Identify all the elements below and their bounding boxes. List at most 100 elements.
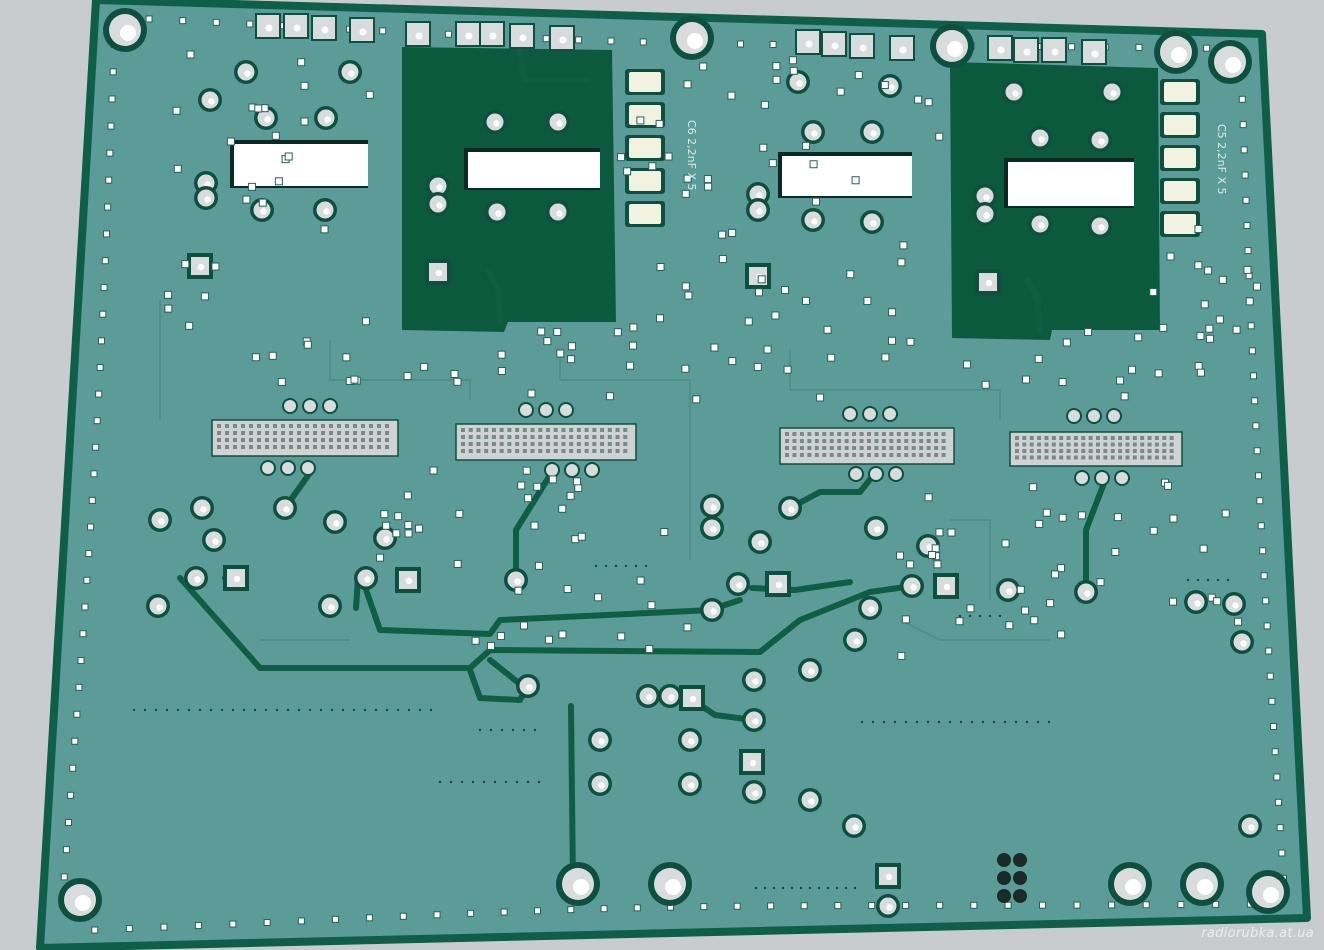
ic-pin	[814, 446, 819, 450]
perimeter-via	[600, 905, 608, 913]
ic-pin	[1103, 449, 1108, 453]
ic-pin	[1088, 455, 1093, 460]
perimeter-via	[102, 230, 110, 238]
ic-pin	[1073, 442, 1078, 447]
via-icon	[1116, 376, 1125, 385]
silk-dot	[489, 728, 493, 732]
ic-pin	[829, 446, 834, 450]
ic-pin	[1118, 449, 1123, 453]
via-icon	[548, 475, 557, 484]
ic-pin	[1110, 449, 1115, 453]
ic-pin	[874, 432, 879, 436]
perimeter-via	[700, 903, 708, 911]
ic-pin	[1154, 449, 1159, 453]
via-icon	[563, 584, 572, 593]
via-icon	[450, 369, 459, 378]
via-icon	[527, 389, 536, 398]
silk-dot	[970, 720, 974, 724]
ic-pin	[369, 431, 373, 435]
pad-hole	[910, 584, 917, 591]
pad-hole	[1084, 590, 1091, 597]
perimeter-via	[1247, 322, 1255, 330]
pad-hole	[688, 738, 695, 745]
perimeter-via	[1278, 849, 1286, 857]
ic-pin	[822, 439, 827, 443]
ic-pin	[281, 431, 285, 435]
via-icon	[567, 355, 576, 364]
silk-dot	[1226, 578, 1230, 582]
ic-pin	[345, 431, 349, 435]
pad-hole	[208, 98, 215, 105]
ic-pin	[1037, 455, 1042, 460]
silk-dot	[772, 886, 776, 890]
round-pad-icon	[882, 406, 898, 422]
pad-hole	[233, 575, 241, 583]
ic-pin	[569, 442, 574, 446]
ic-pin	[329, 445, 333, 449]
pad-hole	[1248, 824, 1255, 831]
ic-pin	[273, 431, 277, 435]
perimeter-via	[93, 417, 101, 425]
ic-pin	[1029, 442, 1034, 447]
perimeter-via	[246, 20, 254, 28]
perimeter-via	[1212, 900, 1220, 908]
c6-smd-capacitor	[629, 171, 661, 191]
c5-capacitor-label: C5 2,2nF X 5	[1215, 124, 1228, 195]
ic-pin	[273, 438, 277, 442]
ic-pin	[1073, 449, 1078, 453]
ic-pin	[233, 424, 237, 428]
ic-pin	[257, 445, 261, 449]
ic-pin	[926, 439, 931, 443]
ic-pin	[507, 435, 512, 439]
silk-dot	[352, 708, 356, 712]
perimeter-via	[1073, 901, 1081, 909]
via-icon	[1111, 547, 1120, 556]
ic-pin	[305, 445, 309, 449]
perimeter-via	[542, 35, 550, 43]
silk-dot	[374, 708, 378, 712]
ic-pin	[1022, 455, 1027, 460]
ic-pin	[600, 435, 605, 439]
silk-dot	[429, 708, 433, 712]
ic-pin	[305, 438, 309, 442]
via-icon	[172, 106, 181, 115]
ic-pin	[515, 442, 520, 446]
ic-pin	[592, 442, 597, 446]
ic-pin	[785, 439, 789, 443]
pad-hole	[859, 44, 867, 52]
mount-hole-icon	[1263, 887, 1279, 903]
ic-pin	[1169, 455, 1174, 460]
via-icon	[683, 623, 692, 632]
pad-hole	[1194, 600, 1201, 607]
via-icon	[415, 524, 424, 533]
pad-hole	[436, 184, 443, 191]
silk-dot	[799, 886, 803, 890]
via-icon	[1194, 261, 1203, 270]
ic-pin	[1140, 436, 1145, 440]
ic-pin	[822, 453, 827, 457]
heatsink-slot	[468, 152, 600, 188]
ic-pin	[623, 449, 628, 453]
silk-dot	[763, 886, 767, 890]
via-icon	[594, 593, 603, 602]
ic-pin	[561, 442, 566, 446]
silk-dot	[988, 614, 992, 618]
ic-pin	[1029, 449, 1034, 453]
ic-pin	[569, 435, 574, 439]
ic-pin	[313, 431, 317, 435]
ic-pin	[561, 449, 566, 453]
via-icon	[1134, 333, 1143, 342]
round-pad-icon	[842, 406, 858, 422]
header-pin	[1013, 853, 1027, 867]
ic-pin	[329, 431, 333, 435]
ic-pin	[904, 432, 909, 436]
ic-pin	[217, 424, 221, 428]
pad-hole	[364, 576, 371, 583]
ic-pin	[919, 453, 924, 457]
perimeter-via	[107, 122, 115, 130]
via-icon	[300, 117, 309, 126]
ic-pin	[807, 432, 812, 436]
via-icon	[200, 292, 209, 301]
silk-dot	[817, 886, 821, 890]
